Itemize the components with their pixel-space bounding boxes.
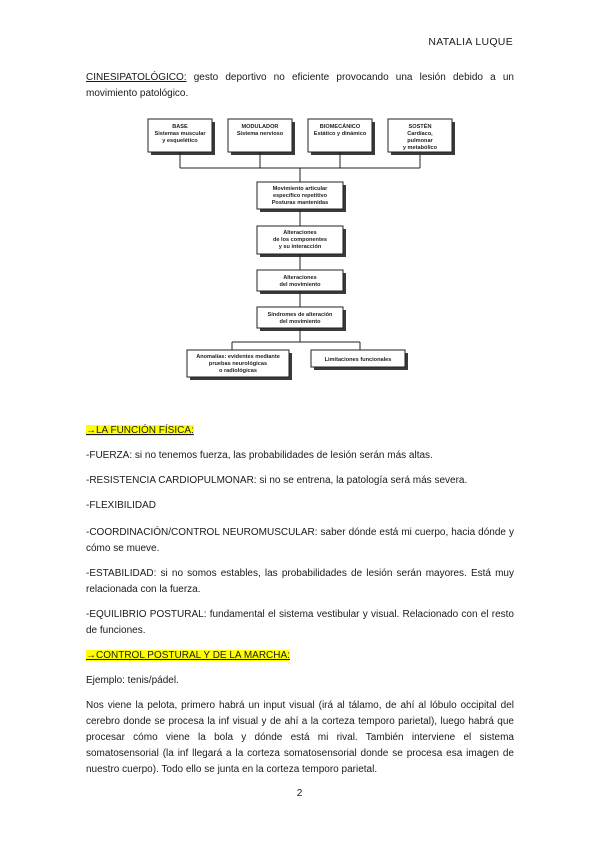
svg-text:o radiológicas: o radiológicas xyxy=(219,368,257,374)
diagram-connectors-top xyxy=(179,152,421,182)
diagram-bottom-box-limitaciones: Limitaciones funcionales xyxy=(310,349,408,370)
svg-text:Alteraciones: Alteraciones xyxy=(283,230,317,236)
svg-text:y esquelético: y esquelético xyxy=(162,138,198,144)
svg-text:Estático y dinámico: Estático y dinámico xyxy=(314,131,367,137)
diagram-top-box-base: BASE Sistemas muscular y esquelético xyxy=(147,118,215,155)
diagram-chain-box-alteraciones-componentes: Alteraciones de los componentes y su int… xyxy=(256,225,346,257)
svg-text:MODULADOR: MODULADOR xyxy=(242,124,279,130)
diagram-chain-box-alteraciones-movimiento: Alteraciones del movimiento xyxy=(256,269,346,294)
svg-text:BASE: BASE xyxy=(172,124,188,130)
list-item-equilibrio: -EQUILIBRIO POSTURAL: fundamental el sis… xyxy=(86,609,514,636)
intro-text: gesto deportivo no eficiente provocando … xyxy=(86,72,514,99)
svg-text:Sistema nervioso: Sistema nervioso xyxy=(237,131,284,137)
svg-text:Sistemas muscular: Sistemas muscular xyxy=(155,131,207,137)
diagram-top-box-biomecanico: BIOMECÁNICO Estático y dinámico xyxy=(307,118,375,155)
example-line: Ejemplo: tenis/pádel. xyxy=(86,675,179,686)
intro-term: CINESIPATOLÓGICO: xyxy=(86,72,187,83)
diagram-top-box-modulador: MODULADOR Sistema nervioso xyxy=(227,118,295,155)
list-item-flexibilidad: -FLEXIBILIDAD xyxy=(86,500,157,511)
svg-text:específico repetitivo: específico repetitivo xyxy=(273,193,328,199)
svg-text:Alteraciones: Alteraciones xyxy=(283,275,317,281)
list-item-fuerza: -FUERZA: si no tenemos fuerza, las proba… xyxy=(86,450,433,461)
page-number: 2 xyxy=(296,788,303,799)
svg-text:SOSTÉN: SOSTÉN xyxy=(408,122,431,130)
diagram-chain-box-sindromes: Síndromes de alteración del movimiento xyxy=(256,306,346,331)
svg-text:Síndromes de alteración: Síndromes de alteración xyxy=(268,312,334,318)
list-item-resistencia: -RESISTENCIA CARDIOPULMONAR: si no se en… xyxy=(86,475,468,486)
section-heading-control-postural: →CONTROL POSTURAL Y DE LA MARCHA: xyxy=(86,650,290,661)
svg-text:Cardíaco,: Cardíaco, xyxy=(407,131,433,137)
svg-text:pruebas neurológicas: pruebas neurológicas xyxy=(209,361,267,367)
svg-text:y su interacción: y su interacción xyxy=(279,244,322,250)
diagram-chain-box-movimiento-articular: Movimiento articular específico repetiti… xyxy=(256,181,346,212)
svg-text:Movimiento articular: Movimiento articular xyxy=(273,186,329,192)
svg-text:de los componentes: de los componentes xyxy=(273,237,327,243)
svg-text:del movimiento: del movimiento xyxy=(279,282,321,288)
svg-text:pulmonar: pulmonar xyxy=(407,138,433,144)
page-header-author: NATALIA LUQUE xyxy=(428,36,513,48)
svg-text:Anomalías: evidentes mediante: Anomalías: evidentes mediante xyxy=(196,354,280,360)
intro-paragraph: CINESIPATOLÓGICO: gesto deportivo no efi… xyxy=(86,70,514,102)
svg-text:y metabólico: y metabólico xyxy=(403,145,438,151)
diagram-top-box-sosten: SOSTÉN Cardíaco, pulmonar y metabólico xyxy=(387,118,455,155)
list-item-estabilidad: -ESTABILIDAD: si no somos estables, las … xyxy=(86,568,514,595)
diagram-connectors-bottom xyxy=(231,328,361,350)
body-paragraph: Nos viene la pelota, primero habrá un in… xyxy=(86,700,514,775)
list-item-coordinacion: -COORDINACIÓN/CONTROL NEUROMUSCULAR: sab… xyxy=(86,527,514,554)
diagram-bottom-box-anomalias: Anomalías: evidentes mediante pruebas ne… xyxy=(186,349,292,380)
svg-text:BIOMECÁNICO: BIOMECÁNICO xyxy=(320,123,361,130)
section-heading-funcion-fisica: →LA FUNCIÓN FÍSICA: xyxy=(86,425,194,436)
svg-text:Limitaciones funcionales: Limitaciones funcionales xyxy=(325,357,392,363)
svg-text:del movimiento: del movimiento xyxy=(279,319,321,325)
svg-text:Posturas mantenidas: Posturas mantenidas xyxy=(272,200,329,206)
